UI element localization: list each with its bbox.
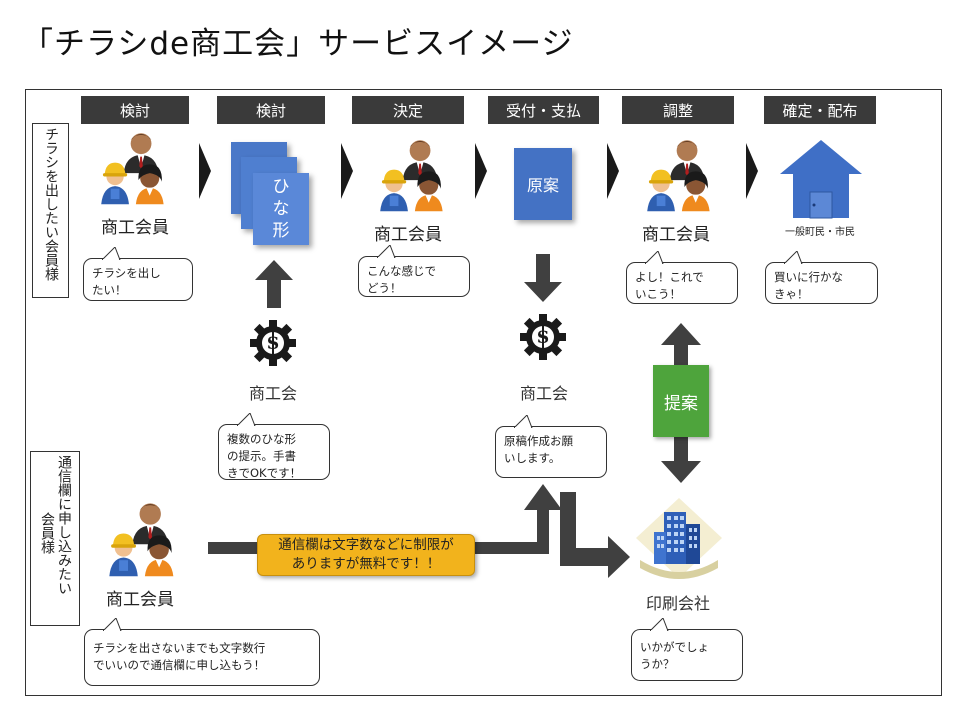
bubble-tail [650,618,676,631]
side-label-bottom: 通信欄に申し込みたい 会員様 [30,451,80,626]
speech-bubble-7: チラシを出さないまでも文字数行 でいいので通信欄に申し込もう！ [84,629,320,686]
notice-box: 通信欄は文字数などに制限が ありますが無料です！！ [257,534,475,576]
chamber-label-2: 商工会 [519,384,568,403]
bubble-4-line-1: 買いに行かな [774,270,843,284]
chamber-label-1: 商工会 [248,384,297,403]
bubble-tail [237,413,263,426]
printer-label: 印刷会社 [645,594,710,613]
bubble-8-line-2: うか？ [640,657,675,671]
diagram-frame [25,89,942,696]
draft-char-3: 形 [272,221,290,241]
gear-dollar-icon [518,312,568,362]
bubble-tail [102,247,128,260]
bubble-6-line-2: いします。 [504,451,561,465]
arrow-down-icon [524,254,562,302]
bubble-2-line-2: どう！ [367,281,402,295]
step-header-5: 調整 [622,96,734,124]
draft-char-1: ひ [272,177,290,197]
member-label-1: 商工会員 [101,218,169,238]
bubble-1-line-2: たい！ [92,283,127,297]
people-group-icon [96,128,174,206]
chevron-arrow-icon [607,143,619,199]
bubble-tail [377,245,403,258]
side-label-top-text: チラシを出したい会員様 [43,127,59,281]
side-label-bottom-text-2: 会員様 [39,512,55,554]
bubble-tail [103,618,129,631]
bubble-4-line-2: きゃ！ [774,287,809,301]
bubble-6-line-1: 原稿作成お願 [504,434,573,448]
bubble-7-line-2: でいいので通信欄に申し込もう！ [93,658,266,672]
chevron-arrow-icon [475,143,487,199]
proposal-box: 提案 [653,365,709,437]
bubble-5-line-1: 複数のひな形 [227,432,296,446]
member-label-2: 商工会員 [374,225,442,245]
chevron-arrow-icon [746,143,758,199]
bubble-7-line-1: チラシを出さないまでも文字数行 [93,641,266,655]
bubble-1-line-1: チラシを出し [92,266,161,280]
manuscript-box: 原案 [514,148,572,220]
people-group-icon [104,498,184,578]
double-arrow-vertical-icon [661,323,701,483]
step-header-6: 確定・配布 [764,96,876,124]
side-label-top: チラシを出したい会員様 [32,123,69,298]
flow-arrows [208,484,630,578]
member-label-3: 商工会員 [642,225,710,245]
bubble-5-line-3: きでOKです！ [227,466,302,480]
house-icon [780,140,862,219]
bubble-3-line-2: いこう！ [635,287,681,301]
step-header-4: 受付・支払 [488,96,599,124]
speech-bubble-3: よし！これで いこう！ [626,262,738,304]
notice-line-1: 通信欄は文字数などに制限が [278,537,454,553]
speech-bubble-8: いかがでしょ うか？ [631,629,743,681]
speech-bubble-6: 原稿作成お願 いします。 [495,426,607,478]
bubble-tail [784,251,810,264]
people-group-icon [642,135,720,213]
residents-label: 一般町民・市民 [785,227,855,238]
side-label-bottom-text-1: 通信欄に申し込みたい [56,455,72,595]
speech-bubble-4: 買いに行かな きゃ！ [765,262,878,304]
draft-char-2: な [272,199,290,219]
page-title: 「チラシde商工会」サービスイメージ [22,26,574,62]
bubble-5-line-2: の提示。手書 [227,449,296,463]
speech-bubble-1: チラシを出し たい！ [83,258,193,301]
step-header-2: 検討 [217,96,325,124]
bubble-8-line-1: いかがでしょ [640,640,709,654]
speech-bubble-5: 複数のひな形 の提示。手書 きでOKです！ [218,424,330,480]
notice-line-2: ありますが無料です！！ [291,556,441,572]
bubble-tail [645,251,671,264]
step-header-1: 検討 [81,96,189,124]
chevron-arrow-icon [341,143,353,199]
draft-template-box: ひ な 形 [253,173,309,245]
speech-bubble-2: こんな感じで どう！ [358,256,470,297]
arrow-up-icon [255,260,293,308]
people-group-icon [375,135,453,213]
step-header-3: 決定 [352,96,464,124]
office-building-icon [636,498,722,579]
member-label-4: 商工会員 [106,590,174,610]
bubble-2-line-1: こんな感じで [367,264,436,278]
bubble-tail [514,415,540,428]
chevron-arrow-icon [199,143,211,199]
bubble-3-line-1: よし！これで [635,270,704,284]
gear-dollar-icon [248,318,298,368]
